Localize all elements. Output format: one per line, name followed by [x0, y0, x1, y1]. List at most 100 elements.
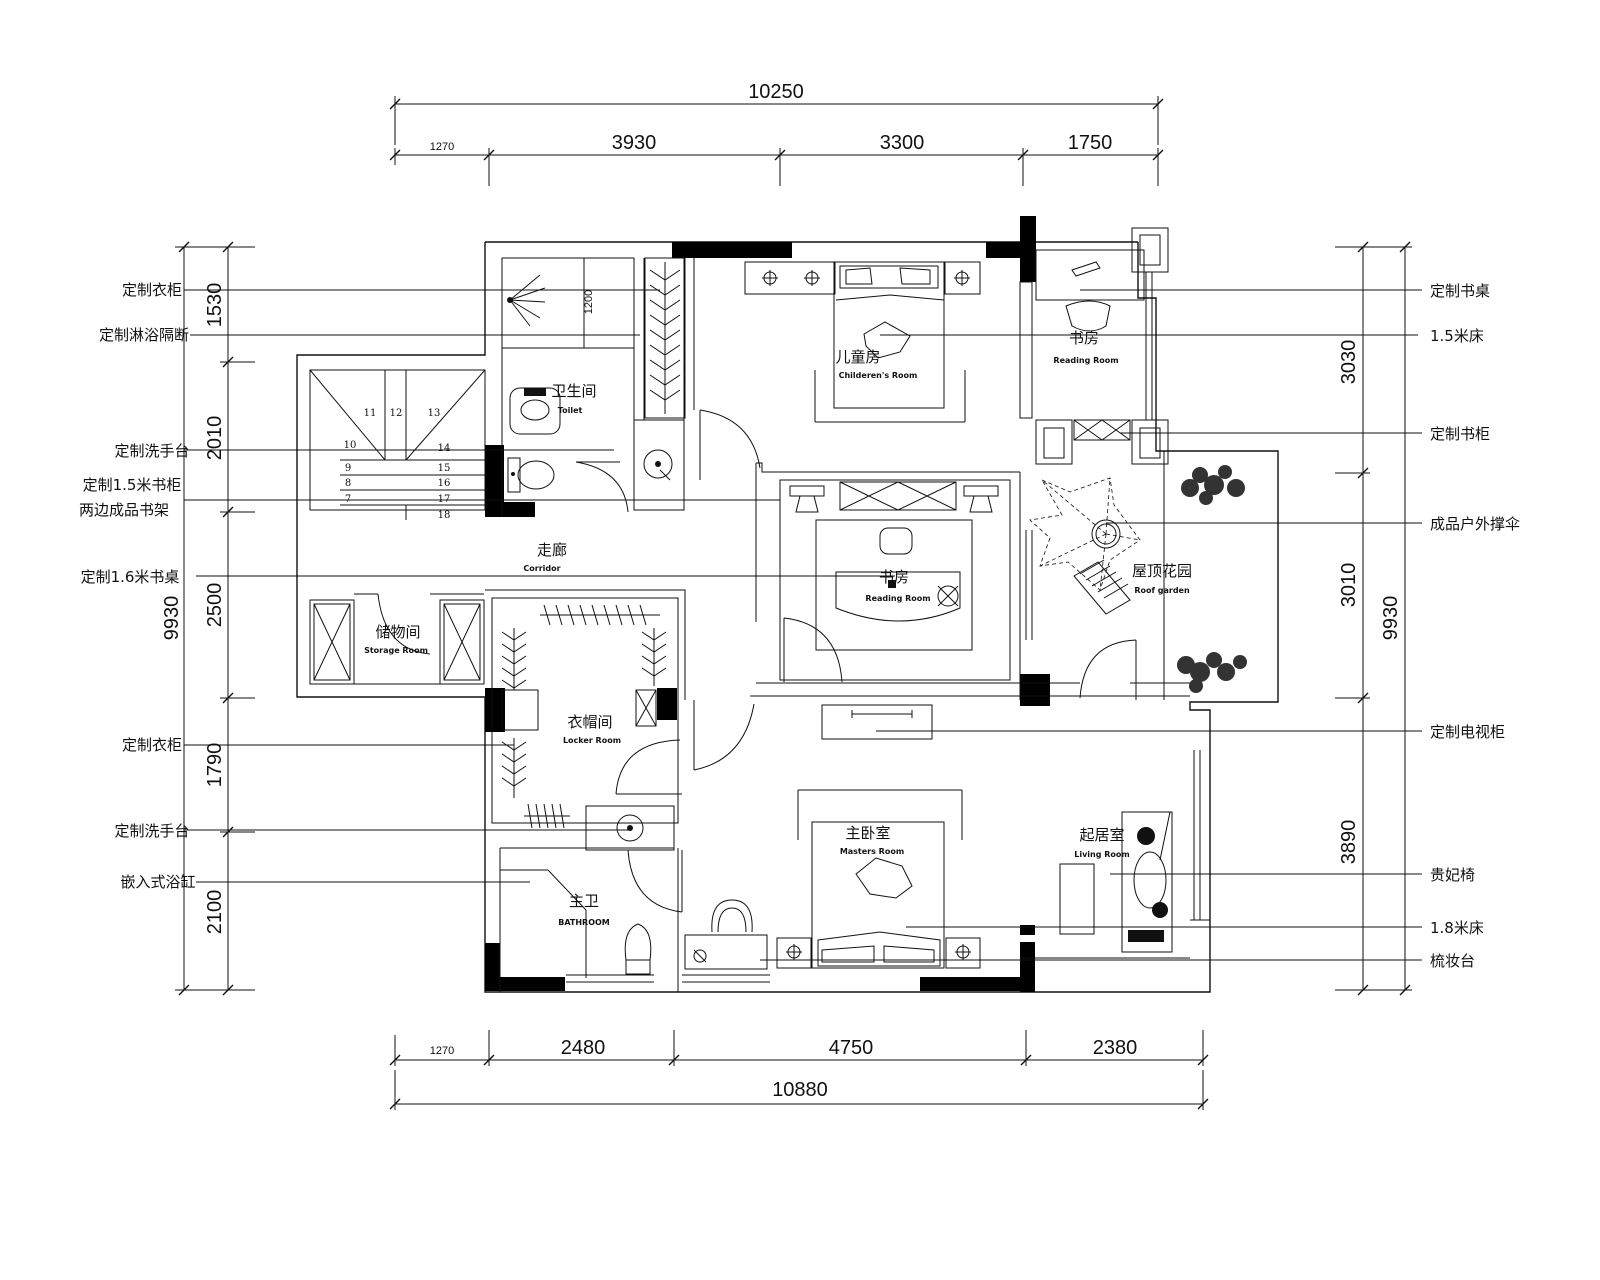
- wall-blocks: [485, 216, 1050, 992]
- dim-right-seg-1: 3030: [1338, 340, 1360, 385]
- umbrella-icon: [1029, 477, 1141, 591]
- dimension-top: 10250 1270 3930 3300 1750: [389, 81, 1164, 186]
- lamp-icon: [789, 485, 999, 513]
- note-dressing-table: 梳妆台: [1430, 952, 1475, 970]
- room-label-study-en: Reading Room: [865, 594, 930, 603]
- dim-left-seg-3: 2500: [204, 583, 226, 628]
- chaise-lounge-icon: [1128, 811, 1171, 942]
- note-desk: 定制1.6米书桌: [81, 568, 180, 586]
- dim-top-seg-3: 3300: [880, 132, 925, 154]
- room-label-storage-en: Storage Room: [364, 646, 428, 655]
- stair-num: 14: [438, 443, 451, 454]
- tv-cabinet-icon: [851, 710, 913, 718]
- toilet-icon: [509, 387, 561, 435]
- bed-icon-2: [786, 857, 971, 967]
- room-label-locker: 衣帽间: [567, 713, 612, 731]
- note-wardrobe-1: 定制衣柜: [122, 281, 182, 299]
- stair-num: 13: [428, 408, 441, 419]
- room-label-roof-garden-en: Roof garden: [1134, 586, 1190, 595]
- stair-num: 12: [390, 408, 403, 419]
- sink-icon-2: [616, 814, 644, 842]
- right-annotations: 定制书桌 1.5米床 定制书柜 成品户外撑伞 定制电视柜 贵妃椅 1.8米床 梳…: [760, 282, 1520, 970]
- toilet-icon-2: [507, 457, 555, 493]
- locker-hangers: [501, 604, 667, 829]
- note-wardrobe-2: 定制衣柜: [122, 736, 182, 754]
- note-vanity-2: 定制洗手台: [114, 822, 189, 840]
- dimension-bottom: 1270 2480 4750 2380 10880: [389, 1030, 1209, 1110]
- room-label-locker-en: Locker Room: [563, 736, 621, 745]
- dim-bottom-seg-2: 2480: [561, 1037, 606, 1059]
- stair-num: 8: [345, 478, 351, 489]
- note-bookshelves: 两边成品书架: [79, 501, 169, 519]
- note-bookcase-right: 定制书柜: [1430, 425, 1490, 443]
- room-label-bathroom-en: BATHROOM: [558, 918, 610, 927]
- note-bed-15: 1.5米床: [1430, 327, 1484, 345]
- room-labels: 卫生间 Toilet 儿童房 Childeren's Room 书房 Readi…: [364, 329, 1192, 927]
- sink-icon: [643, 449, 673, 481]
- dim-bottom-seg-4: 2380: [1093, 1037, 1138, 1059]
- stair-num: 10: [344, 440, 357, 451]
- room-label-study: 书房: [879, 568, 909, 586]
- stair-num: 9: [345, 463, 351, 474]
- room-label-toilet-en: Toilet: [558, 406, 583, 415]
- note-writing-desk: 定制书桌: [1430, 282, 1490, 300]
- shower-icon: [507, 258, 585, 348]
- toilet-icon-3: [624, 923, 652, 975]
- room-label-children-en: Childeren's Room: [839, 371, 918, 380]
- dim-left-seg-1: 1530: [204, 283, 226, 328]
- dim-left-total: 9930: [161, 596, 183, 641]
- note-chaise: 贵妃椅: [1430, 866, 1475, 884]
- room-label-toilet: 卫生间: [551, 382, 596, 400]
- dim-right-seg-3: 3890: [1338, 820, 1360, 865]
- dim-right-seg-2: 3010: [1338, 563, 1360, 608]
- dim-left-seg-2: 2010: [204, 416, 226, 461]
- lounge-chair-icon: [1073, 559, 1131, 615]
- nightstand-icon: [762, 270, 970, 286]
- note-tv-cabinet: 定制电视柜: [1430, 723, 1505, 741]
- fixtures: 1200: [501, 258, 1247, 975]
- stair-num: 16: [438, 478, 451, 489]
- note-shower-partition: 定制淋浴隔断: [99, 326, 189, 344]
- left-annotations: 定制衣柜 定制淋浴隔断 定制洗手台 定制1.5米书柜 两边成品书架 定制1.6米…: [79, 281, 895, 891]
- room-label-master: 主卧室: [845, 824, 890, 842]
- staircase: 11 12 13 10 14 9 15 8 16 7 17 18: [309, 369, 486, 521]
- note-bookcase: 定制1.5米书柜: [83, 476, 182, 494]
- dimension-left: 9930 1530 2010 2500 1790 2100: [161, 241, 255, 996]
- chair-icon-2: [835, 527, 961, 622]
- dim-left-seg-5: 2100: [204, 890, 226, 935]
- room-label-living-en: Living Room: [1074, 850, 1130, 859]
- note-vanity-1: 定制洗手台: [114, 442, 189, 460]
- chair-icon: [1065, 261, 1111, 332]
- stair-num: 18: [438, 510, 451, 521]
- dim-bottom-seg-3: 4750: [829, 1037, 874, 1059]
- room-label-children: 儿童房: [835, 348, 880, 366]
- dimension-right: 3030 3010 3890 9930: [1335, 241, 1412, 996]
- note-bed-18: 1.8米床: [1430, 919, 1484, 937]
- dim-right-total: 9930: [1380, 596, 1402, 641]
- wardrobe-hangers: [649, 262, 681, 414]
- room-label-study-top-en: Reading Room: [1053, 356, 1118, 365]
- room-label-study-top: 书房: [1069, 329, 1099, 347]
- plant-icon: [1177, 465, 1247, 693]
- room-label-living: 起居室: [1079, 826, 1124, 844]
- room-label-bathroom: 主卫: [569, 892, 599, 910]
- note-umbrella: 成品户外撑伞: [1430, 515, 1520, 533]
- dim-left-seg-4: 1790: [204, 743, 226, 788]
- room-label-master-en: Masters Room: [840, 847, 904, 856]
- stair-num: 15: [438, 463, 451, 474]
- dim-top-seg-1: 1270: [430, 141, 454, 153]
- note-bathtub: 嵌入式浴缸: [120, 873, 195, 891]
- shower-dim: 1200: [583, 290, 595, 314]
- room-label-corridor-en: Corridor: [523, 564, 560, 573]
- dim-top-seg-2: 3930: [612, 132, 657, 154]
- bed-icon: [835, 265, 945, 359]
- doors: [377, 409, 1137, 913]
- dim-bottom-seg-1: 1270: [430, 1045, 454, 1057]
- dim-top-seg-4: 1750: [1068, 132, 1113, 154]
- dim-top-total: 10250: [748, 81, 804, 103]
- stair-num: 11: [364, 408, 377, 419]
- room-label-roof-garden: 屋顶花园: [1132, 562, 1192, 580]
- vanity-icon: [693, 899, 753, 963]
- room-label-corridor: 走廊: [537, 541, 567, 559]
